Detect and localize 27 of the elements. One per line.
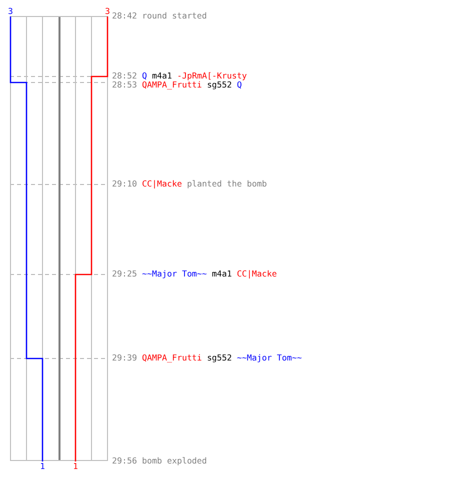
weapon-name: m4a1	[152, 72, 172, 80]
weapon-name: m4a1	[212, 270, 232, 278]
event-text: bomb exploded	[142, 456, 207, 465]
event-text: planted the bomb	[186, 180, 267, 188]
player-name: Q	[236, 80, 242, 89]
event-time: 29:10	[112, 180, 137, 188]
player-name: CC|Macke	[142, 180, 182, 188]
player-name: QAMPA_Frutti	[142, 80, 202, 89]
event-time: 28:53	[112, 80, 137, 89]
player-count: 3	[8, 7, 13, 16]
event-time: 28:52	[112, 72, 137, 80]
event-text: round started	[142, 12, 207, 20]
event-time: 28:42	[112, 12, 137, 20]
player-name: -JpRmA[-Krusty	[176, 72, 247, 80]
player-count: 1	[73, 462, 78, 471]
player-name: QAMPA_Frutti	[142, 354, 202, 362]
player-name: CC|Macke	[236, 270, 277, 278]
event-time: 29:56	[112, 456, 137, 465]
event-time: 29:39	[112, 354, 137, 362]
player-name: ~~Major Tom~~	[142, 270, 207, 278]
weapon-name: sg552	[206, 80, 232, 89]
player-name: Q	[142, 72, 147, 80]
player-name: ~~Major Tom~~	[236, 354, 302, 362]
player-count: 3	[105, 7, 110, 16]
event-time: 29:25	[112, 270, 137, 278]
weapon-name: sg552	[206, 354, 232, 362]
player-count: 1	[40, 462, 45, 471]
